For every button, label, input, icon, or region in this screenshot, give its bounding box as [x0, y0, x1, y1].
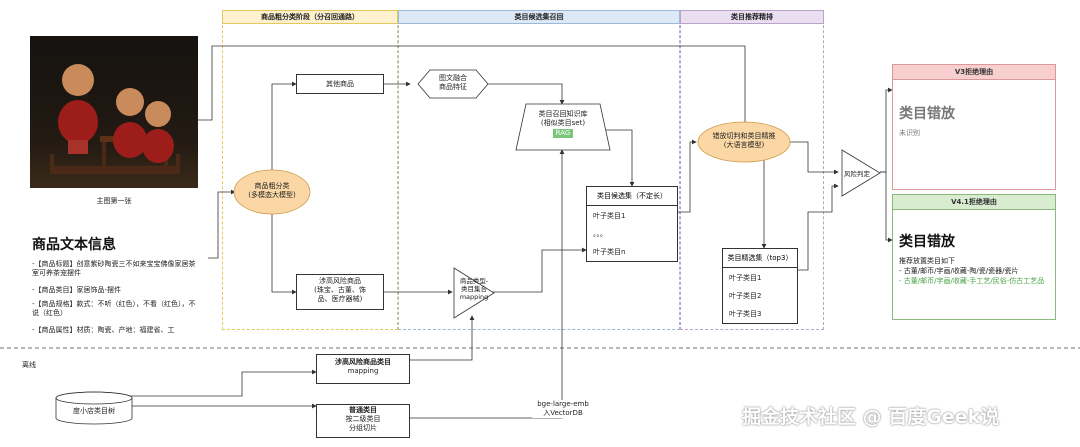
- offline-label: 离线: [22, 361, 36, 369]
- risk-line1: 涉高风险商品: [319, 277, 361, 285]
- high-risk-products-box: 涉高风险商品 (珠宝、古董、饰 品、医疗器械): [296, 274, 384, 310]
- fusion-feature: 图文融合 商品特征: [420, 74, 486, 92]
- coarse-line1: 商品粗分类: [254, 182, 290, 190]
- v3-reject-panel: V3拒绝理由 类目错放 未识别: [892, 64, 1056, 190]
- mapping-line1: 商品类型-: [459, 277, 489, 285]
- phase1-header: 商品粗分类阶段（分召回通路）: [222, 10, 398, 24]
- emb-line2: 入VectorDB: [543, 409, 583, 418]
- buddha-figurines-illustration: [50, 64, 180, 174]
- rag-tag: RAG: [552, 129, 574, 139]
- mapping-line3: mapping: [459, 292, 489, 301]
- offline-risk-line2: mapping: [347, 367, 379, 376]
- v3-title: 类目错放: [899, 106, 955, 122]
- info-item-title: -【商品标题】创意紫砂陶瓷三不如来宝宝佛像家居茶室可养茶宠摆件: [32, 260, 196, 278]
- fine-set-box: 类目精选集（top3） 叶子类目1 叶子类目2 叶子类目3: [722, 248, 798, 324]
- rerank-line2: (大语言模型): [723, 141, 765, 150]
- kb-line2: (相似类目set): [540, 119, 586, 128]
- type-category-mapping: 商品类型- 类目集合 mapping: [450, 277, 498, 301]
- offline-normal-line2: 按二级类目: [345, 415, 381, 424]
- candidate-item-ellipsis: 。。。: [593, 230, 607, 238]
- offline-risk-mapping-box: 涉高风险商品类目 mapping: [316, 354, 410, 384]
- product-image: [30, 36, 198, 188]
- v41-panel-head: V4.1拒绝理由: [893, 195, 1055, 210]
- fine-set-title: 类目精选集（top3）: [723, 249, 797, 268]
- risk-line3: 品、医疗器械): [317, 295, 363, 304]
- candidate-item-1: 叶子类目1: [593, 212, 626, 220]
- store-category-tree: 度小店类目树: [73, 407, 115, 415]
- offline-normal-line1: 普通类目: [349, 406, 377, 414]
- offline-normal-line3: 分组切片: [349, 424, 377, 433]
- other-products-box: 其他商品: [296, 74, 384, 94]
- fine-item-3: 叶子类目3: [729, 310, 762, 318]
- fusion-line2: 商品特征: [439, 83, 467, 92]
- coarse-classifier: 商品粗分类 (多模态大模型): [236, 182, 308, 200]
- coarse-line2: (多模态大模型): [248, 191, 296, 200]
- candidate-set-box: 类目候选集（不定长） 叶子类目1 。。。 叶子类目n: [586, 186, 678, 262]
- fine-item-2: 叶子类目2: [729, 292, 762, 300]
- embedding-vectordb: bge-large-emb 入VectorDB: [532, 400, 594, 419]
- kb-line1: 类目召回知识库: [538, 110, 588, 118]
- candidate-set-title: 类目候选集（不定长）: [587, 187, 677, 206]
- rerank-model: 错放切判和类目精推 (大语言模型): [700, 132, 788, 150]
- info-item-spec: -【商品规格】款式：不听（红色），不看（红色），不说（红色）: [32, 300, 196, 318]
- v41-reject-panel: V4.1拒绝理由 类目错放 推荐放置类目如下 - 古董/邮币/字画/收藏-陶/瓷…: [892, 194, 1056, 320]
- rerank-line1: 错放切判和类目精推: [712, 132, 776, 140]
- offline-normal-category-box: 普通类目 按二级类目 分组切片: [316, 404, 410, 438]
- info-item-attr: -【商品属性】材质：陶瓷、产地：福建省、工: [32, 326, 175, 334]
- candidate-item-n: 叶子类目n: [593, 248, 626, 256]
- mapping-line2: 类目集合: [461, 284, 487, 293]
- phase2-header: 类目候选集召回: [398, 10, 680, 24]
- risk-line2: (珠宝、古董、饰: [314, 286, 366, 295]
- fine-item-1: 叶子类目1: [729, 274, 762, 282]
- v41-line2: - 古董/邮币/字画/收藏-陶/瓷/瓷器/瓷片: [899, 267, 1019, 275]
- emb-line1: bge-large-emb: [537, 400, 589, 408]
- v3-panel-head: V3拒绝理由: [893, 65, 1055, 80]
- watermark: 掘金技术社区 @ 百度Geek说: [742, 406, 1000, 428]
- image-caption: 主图第一张: [96, 197, 132, 205]
- v41-line3: - 古董/邮币/字画/收藏-手工艺/民俗-仿古工艺品: [899, 277, 1045, 285]
- v41-title: 类目错放: [899, 234, 955, 250]
- fusion-line1: 图文融合: [439, 74, 467, 82]
- phase3-header: 类目推荐精排: [680, 10, 824, 24]
- risk-judge: 风险判定: [844, 170, 870, 178]
- info-title: 商品文本信息: [32, 237, 116, 253]
- offline-risk-line1: 涉高风险商品类目: [335, 358, 391, 366]
- v3-sub: 未识别: [899, 129, 920, 137]
- v41-line1: 推荐放置类目如下: [899, 257, 955, 265]
- knowledge-base: 类目召回知识库 (相似类目set) RAG: [518, 110, 608, 139]
- info-item-category: -【商品类目】家居饰品-摆件: [32, 286, 122, 294]
